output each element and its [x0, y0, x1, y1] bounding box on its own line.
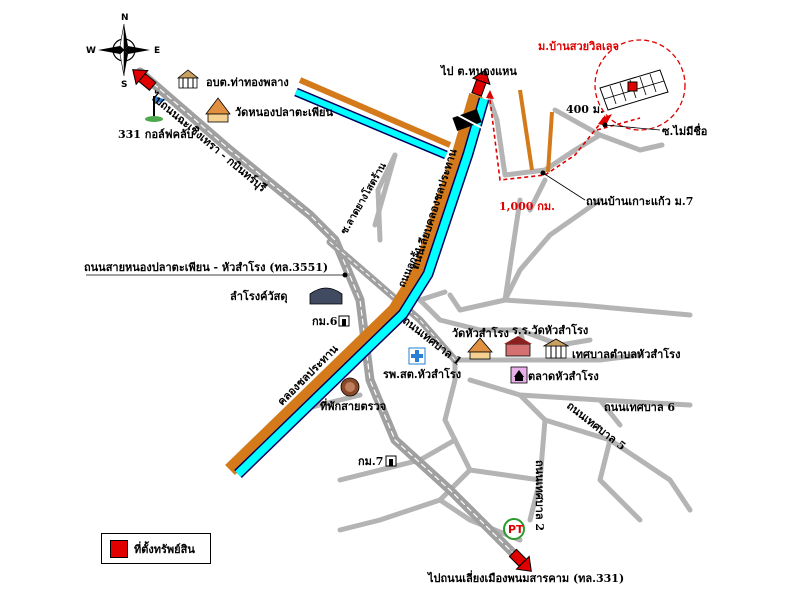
compass-w: W: [86, 46, 96, 56]
arrow-northwest-icon: [132, 69, 157, 91]
property-marker: [627, 81, 638, 92]
label-dist-1000: 1,000 กม.: [499, 200, 555, 213]
label-market: ตลาดหัวสำโรง: [528, 369, 599, 383]
label-wat-nong-pla: วัดหนองปลาตะเพียน: [235, 106, 333, 119]
compass-s: S: [121, 80, 127, 90]
gas-station-icon: PT: [503, 518, 525, 540]
label-warehouse: ลำโรงค์วัสดุ: [230, 289, 288, 304]
checkpoint-icon: [340, 377, 360, 397]
label-obt: อบต.ท่าทองพลาง: [206, 76, 289, 89]
bridge-icon: [451, 108, 483, 132]
warehouse-icon: [309, 287, 343, 305]
label-school: ร.ร.วัดหัวสำโรง: [512, 323, 588, 337]
legend: ที่ตั้งทรัพย์สิน: [101, 533, 211, 564]
label-km7: กม.7: [358, 455, 383, 468]
km-marker-6-icon: [338, 315, 350, 327]
label-road-ban-koh-kaew: ถนนบ้านเกาะแก้ว ม.7: [586, 195, 693, 208]
label-dist-400: 400 ม.: [566, 103, 604, 116]
label-soi-no-name: ซ.ไม่มีชื่อ: [662, 123, 707, 138]
direction-arrows: [132, 69, 532, 572]
market-icon: [510, 366, 528, 384]
label-road-3551: ถนนสายหนองปลาตะเพียน - หัวสำโรง (ทล.3551…: [84, 260, 328, 274]
label-road-thesaban2: ถนนเทศบาล 2: [533, 460, 546, 531]
label-municipality: เทศบาลตำบลหัวสำโรง: [572, 347, 680, 361]
route-arrowhead-400-icon: [602, 114, 612, 125]
temple-icon: [205, 97, 231, 123]
arrow-north-icon: [471, 69, 491, 97]
canal: [225, 77, 554, 478]
label-checkpoint: ที่พักสายตรวจ: [320, 398, 386, 413]
compass-n: N: [121, 13, 129, 23]
highways: [135, 67, 525, 565]
minor-roads: [297, 97, 693, 543]
svg-text:PT: PT: [508, 523, 524, 536]
golf-icon: [145, 96, 166, 122]
label-to-phanom-sarakham: ไปถนนเลี่ยงเมืองพนมสารคาม (ทล.331): [426, 570, 624, 585]
hospital-icon: [408, 347, 426, 365]
landmark-icons: PT: [145, 69, 570, 540]
property-area: [594, 39, 686, 131]
label-wat-hua-samrong: วัดหัวสำโรง: [452, 326, 509, 340]
label-golf-331: 331 กอล์ฟคลับ: [118, 128, 194, 141]
label-km6: กม.6: [312, 315, 338, 328]
label-road-chachoengsao: ไปถนนฉะเชิงเทรา - กบินทร์บุรี: [146, 88, 270, 195]
km-marker-7-icon: [385, 455, 397, 467]
legend-swatch: [110, 539, 128, 558]
temple-hua-samrong-icon: [467, 337, 493, 360]
label-road-thesaban6: ถนนเทศบาล 6: [604, 401, 675, 414]
government-icon: [176, 69, 200, 89]
label-ban-suay-villa: ม.บ้านสวยวิลเลจ: [538, 40, 619, 53]
compass-rose-icon: N S E W: [86, 13, 160, 90]
compass-e: E: [154, 46, 160, 56]
label-hospital: รพ.สต.หัวสำโรง: [383, 367, 461, 381]
legend-label: ที่ตั้งทรัพย์สิน: [134, 542, 195, 556]
municipality-icon: [542, 338, 570, 359]
route-to-property: [489, 99, 641, 181]
arrow-south-icon: [508, 548, 532, 572]
school-icon: [504, 336, 532, 357]
label-to-nong-haen: ไป ต.หนองแหน: [439, 64, 517, 78]
